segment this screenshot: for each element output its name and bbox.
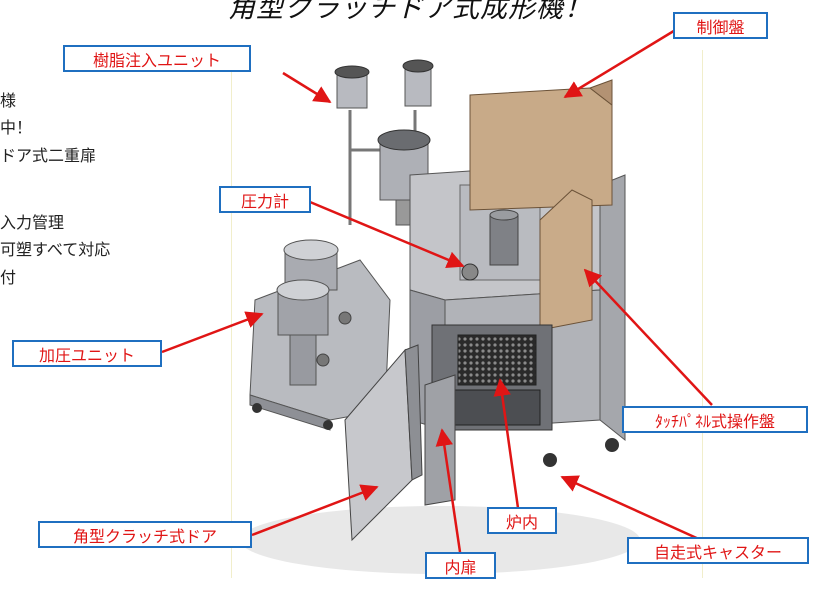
spec-line-2: 中！ xyxy=(0,118,33,137)
label-caster: 自走式キャスター xyxy=(627,537,809,564)
label-pressure-gauge: 圧力計 xyxy=(219,186,311,213)
drawing-frame xyxy=(231,50,703,578)
spec-line-4: 入力管理 xyxy=(0,213,65,232)
label-furnace-inside: 炉内 xyxy=(487,507,557,534)
callout-arrows xyxy=(161,24,713,553)
label-square-clutch-door: 角型クラッチ式ドア xyxy=(38,521,252,548)
resin-injection-unit xyxy=(334,59,434,226)
pressurizing-unit xyxy=(249,239,391,431)
spec-line-5: 可塑すべて対応 xyxy=(0,240,111,259)
label-pressurizing-unit: 加圧ユニット xyxy=(12,340,162,367)
label-resin-injection-unit: 樹脂注入ユニット xyxy=(63,45,251,72)
furnace-mesh xyxy=(457,334,537,386)
spec-line-1: 様 xyxy=(0,91,17,110)
spec-line-3: ドア式二重扉 xyxy=(0,146,97,165)
label-inner-door: 内扉 xyxy=(425,552,496,579)
caster-wheel xyxy=(543,453,557,467)
control-panel-box xyxy=(469,87,613,211)
spec-line-6: 付 xyxy=(0,268,17,287)
page-title: 角型クラッチドア式成形機！ xyxy=(228,0,592,24)
label-touch-panel: ﾀｯﾁﾊﾟﾈﾙ式操作盤 xyxy=(622,406,808,433)
label-control-panel: 制御盤 xyxy=(673,12,768,39)
touch-panel-box xyxy=(539,189,593,331)
